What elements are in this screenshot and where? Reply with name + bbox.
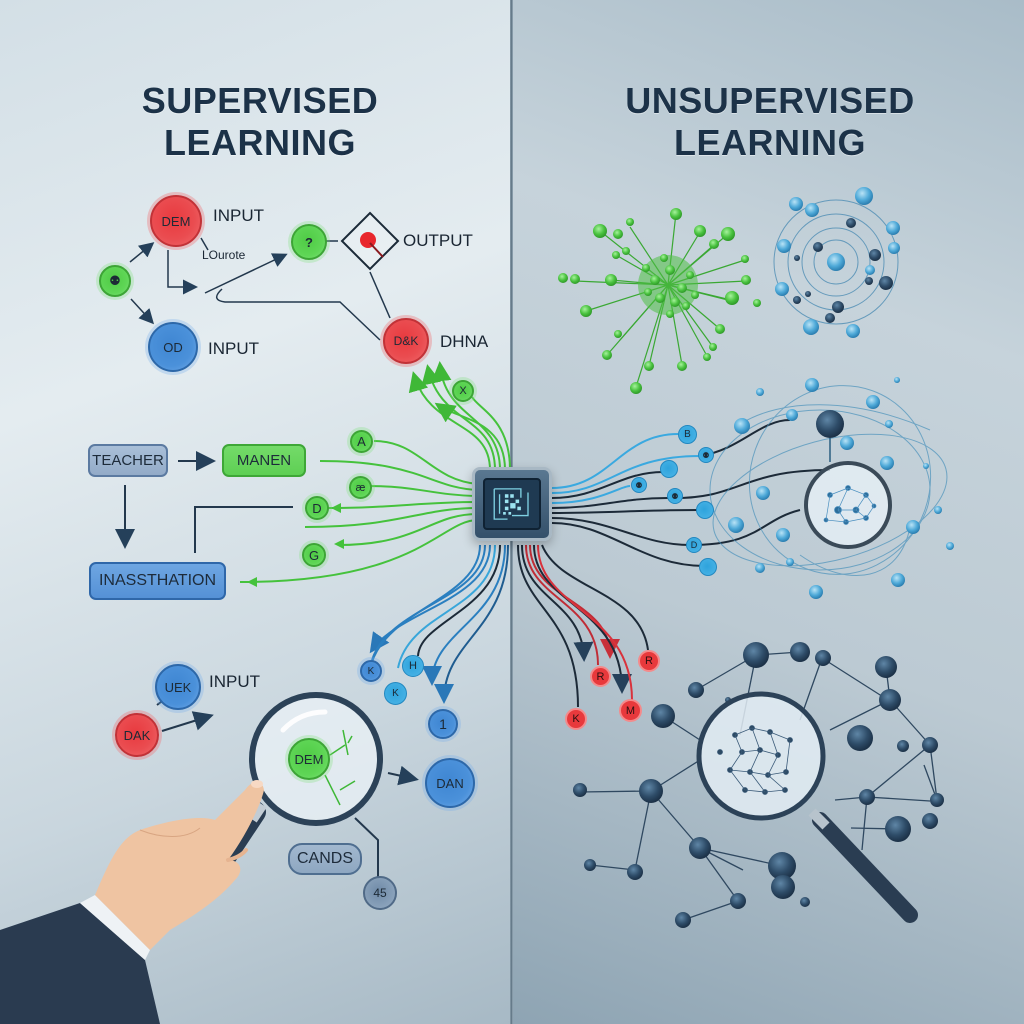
green-node-ae[interactable]: æ xyxy=(349,476,372,499)
cyan-node-d-label: D xyxy=(690,540,698,550)
cyan-node-plain-2[interactable] xyxy=(696,501,714,519)
magnifier-cluster xyxy=(804,461,892,549)
manen-label: MANEN xyxy=(236,452,292,469)
node-question-label: ? xyxy=(305,234,313,250)
manen-box[interactable]: MANEN xyxy=(222,444,306,477)
node-dan[interactable]: DAN xyxy=(425,758,475,808)
green-node-g[interactable]: G xyxy=(302,543,326,567)
magnifier-network xyxy=(696,691,918,923)
cyan-node-4-label: ⚉ xyxy=(671,491,679,501)
supervised-title-line2: LEARNING xyxy=(164,122,356,163)
blue-node-k2[interactable]: K xyxy=(384,682,407,705)
red-node-r1-label: R xyxy=(645,655,653,667)
node-od-label: OD xyxy=(163,339,183,355)
green-node-ae-label: æ xyxy=(355,481,366,494)
red-node-r2[interactable]: R xyxy=(590,666,611,687)
supervised-panel-background xyxy=(0,0,511,1024)
green-node-x[interactable]: X xyxy=(452,380,474,402)
label-dhna: DHNA xyxy=(440,332,489,351)
node-dak-label: D&K xyxy=(393,334,419,348)
unsupervised-title: UNSUPERVISED LEARNING xyxy=(580,80,960,164)
blue-node-k1[interactable]: K xyxy=(360,660,382,682)
node-small-green-label: ⚉ xyxy=(109,273,121,288)
red-node-m-label: M xyxy=(625,704,636,717)
inasstration-label: INASSTHATION xyxy=(98,572,217,589)
teacher-label: TEACHER xyxy=(92,452,164,469)
supervised-title-line1: SUPERVISED xyxy=(141,80,379,121)
blue-node-1[interactable]: 1 xyxy=(428,709,458,739)
blue-orbit-cluster xyxy=(773,187,900,338)
node-od[interactable]: OD xyxy=(148,322,198,372)
red-node-k-label: K xyxy=(572,713,580,725)
cyan-node-3-label: ⚉ xyxy=(635,480,643,490)
node-45-label: 45 xyxy=(373,886,387,900)
chip-die xyxy=(483,478,541,530)
green-node-g-label: G xyxy=(308,547,320,563)
node-dan-label: DAN xyxy=(436,775,464,791)
teacher-box[interactable]: TEACHER xyxy=(88,444,168,477)
blue-network-cluster xyxy=(709,377,954,599)
cyan-node-d[interactable]: D xyxy=(686,537,702,553)
cyan-node-4[interactable]: ⚉ xyxy=(667,488,683,504)
unsupervised-title-line2: LEARNING xyxy=(674,122,866,163)
cyan-node-plain-3[interactable] xyxy=(699,558,717,576)
magnified-node-dem-label: DEM xyxy=(294,751,324,767)
processor-chip xyxy=(472,467,552,541)
node-uek[interactable]: UEK xyxy=(155,664,201,710)
node-dem-label: DEM xyxy=(161,213,191,229)
blue-node-1-label: 1 xyxy=(439,716,447,732)
label-input-3: INPUT xyxy=(209,672,260,691)
label-output: OUTPUT xyxy=(403,231,473,250)
node-small-green[interactable]: ⚉ xyxy=(99,265,131,297)
circuit-pattern-icon xyxy=(493,488,529,520)
supervised-title: SUPERVISED LEARNING xyxy=(90,80,430,164)
label-input-1: INPUT xyxy=(213,206,264,225)
cyan-node-2-label: ⚉ xyxy=(702,450,710,460)
node-dem[interactable]: DEM xyxy=(150,195,202,247)
node-question[interactable]: ? xyxy=(291,224,327,260)
label-input-2: INPUT xyxy=(208,339,259,358)
inasstration-box[interactable]: INASSTHATION xyxy=(89,562,226,600)
node-uek-label: UEK xyxy=(164,679,192,695)
output-diamond xyxy=(340,211,400,271)
green-node-d-label: D xyxy=(312,500,322,516)
green-node-a-label: A xyxy=(357,434,366,449)
blue-node-k2-label: K xyxy=(392,688,399,699)
red-node-k[interactable]: K xyxy=(565,708,587,730)
cyan-node-3[interactable]: ⚉ xyxy=(631,477,647,493)
cyan-node-2[interactable]: ⚉ xyxy=(698,447,714,463)
node-45[interactable]: 45 xyxy=(363,876,397,910)
pointing-hand xyxy=(0,780,264,1024)
cands-label: CANDS xyxy=(296,850,353,867)
magnified-node-dem[interactable]: DEM xyxy=(288,738,330,780)
blue-node-h-label: H xyxy=(409,660,417,672)
node-dak-2-label: DAK xyxy=(123,727,151,743)
unsupervised-title-line1: UNSUPERVISED xyxy=(625,80,915,121)
green-node-a[interactable]: A xyxy=(350,430,373,453)
red-node-r2-label: R xyxy=(596,670,605,683)
cyan-node-plain-1[interactable] xyxy=(660,460,678,478)
green-node-d[interactable]: D xyxy=(305,496,329,520)
node-dak[interactable]: D&K xyxy=(383,318,429,364)
node-dak-2[interactable]: DAK xyxy=(115,713,159,757)
green-node-x-label: X xyxy=(459,385,467,397)
cyan-node-b[interactable]: B xyxy=(678,425,697,444)
red-node-m[interactable]: M xyxy=(619,699,642,722)
cyan-node-b-label: B xyxy=(684,429,691,440)
cands-box[interactable]: CANDS xyxy=(288,843,362,875)
label-lourote: LOurote xyxy=(202,248,246,262)
blue-node-k1-label: K xyxy=(367,665,375,677)
blue-node-h[interactable]: H xyxy=(402,655,424,677)
red-node-r1[interactable]: R xyxy=(638,650,660,672)
